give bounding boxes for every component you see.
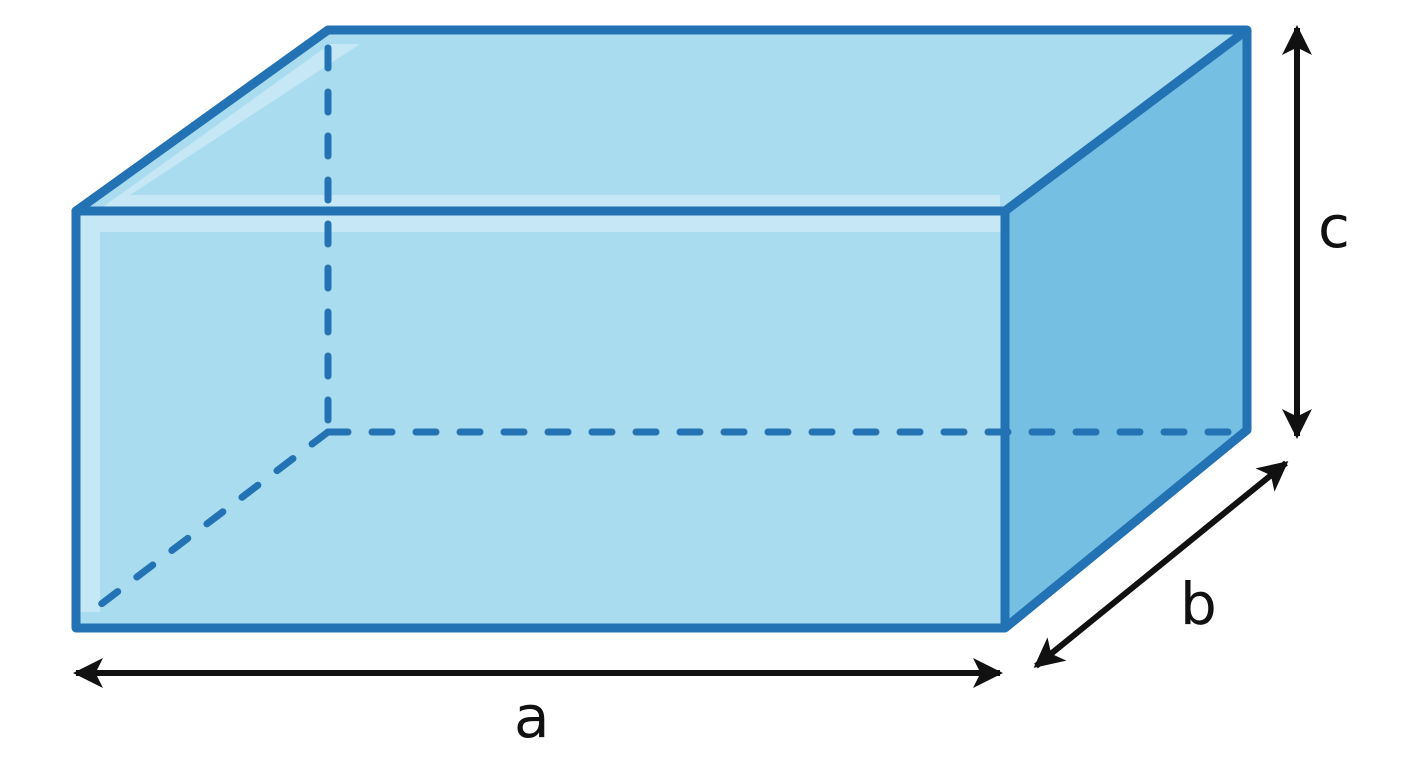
label-c: c bbox=[1318, 193, 1350, 261]
top-face bbox=[76, 30, 1247, 211]
arrow-b bbox=[1033, 460, 1289, 669]
label-b: b bbox=[1180, 570, 1217, 638]
hidden-edges bbox=[96, 44, 1234, 609]
front-face bbox=[76, 211, 1005, 628]
dimension-arrows bbox=[73, 24, 1312, 688]
label-a: a bbox=[514, 683, 550, 751]
